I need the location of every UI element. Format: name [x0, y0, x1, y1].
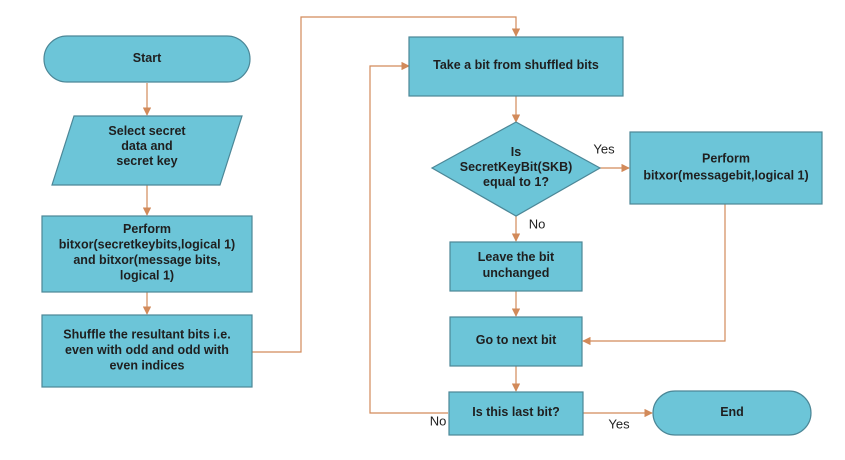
label-last-yes: Yes: [608, 416, 630, 431]
input-label-line: data and: [121, 139, 172, 153]
edges: [142, 16, 726, 418]
input-label-line: Select secret: [108, 124, 186, 138]
node-leave-unchanged: Leave the bit unchanged: [449, 241, 583, 292]
node-perform-bitxor: Perform bitxor(secretkeybits,logical 1)an…: [41, 215, 253, 293]
bitxor-label-line: Perform: [123, 222, 171, 236]
edge-shuffle-to-take: [251, 16, 521, 353]
perform2-label-line: Perform: [702, 152, 750, 166]
take-label-line: Take a bit from shuffled bits: [433, 58, 599, 72]
leave-label-line: unchanged: [483, 266, 550, 280]
shuffle-label-line: even with odd and odd with: [65, 343, 229, 357]
edge-last-no-loop-to-take: [369, 61, 448, 414]
bitxor-label-line: and bitxor(message bits,: [73, 253, 220, 267]
svg-text:Is this last bit?: Is this last bit?: [472, 405, 560, 419]
decision-label-line: SecretKeyBit(SKB): [460, 160, 573, 174]
node-shuffle: Shuffle the resultant bits i.e.even with…: [41, 314, 253, 388]
last-label-line: Is this last bit?: [472, 405, 560, 419]
edge-perform-to-next: [582, 204, 726, 346]
shuffle-label-line: Shuffle the resultant bits i.e.: [63, 328, 230, 342]
shuffle-label-line: even indices: [109, 359, 184, 373]
node-perform-messagebit: Perform bitxor(messagebit,logical 1): [629, 131, 823, 205]
end-label-line: End: [720, 405, 744, 419]
next-label-line: Go to next bit: [476, 333, 557, 347]
decision-label-line: equal to 1?: [483, 175, 549, 189]
start-label-line: Start: [133, 51, 162, 65]
svg-text:Shuffle the resultant bits i.e: Shuffle the resultant bits i.e.even with…: [63, 328, 230, 373]
label-decision-no: No: [529, 216, 546, 231]
label-decision-yes: Yes: [593, 141, 615, 156]
label-last-no: No: [430, 413, 447, 428]
node-take-bit: Take a bit from shuffled bits: [408, 36, 624, 97]
svg-text:End: End: [720, 405, 744, 419]
svg-text:Start: Start: [133, 51, 162, 65]
bitxor-label-line: logical 1): [120, 269, 174, 283]
node-is-last-bit: Is this last bit?: [448, 391, 584, 436]
node-end: End: [652, 390, 812, 436]
bitxor-label-line: bitxor(secretkeybits,logical 1): [59, 238, 235, 252]
perform2-label-line: bitxor(messagebit,logical 1): [643, 169, 808, 183]
input-label-line: secret key: [116, 154, 177, 168]
decision-label-line: Is: [511, 145, 521, 159]
node-go-to-next-bit: Go to next bit: [449, 316, 583, 367]
svg-text:Go to next bit: Go to next bit: [476, 333, 557, 347]
node-start: Start: [43, 35, 251, 83]
leave-label-line: Leave the bit: [478, 250, 555, 264]
svg-text:Take a bit from shuffled bits: Take a bit from shuffled bits: [433, 58, 599, 72]
